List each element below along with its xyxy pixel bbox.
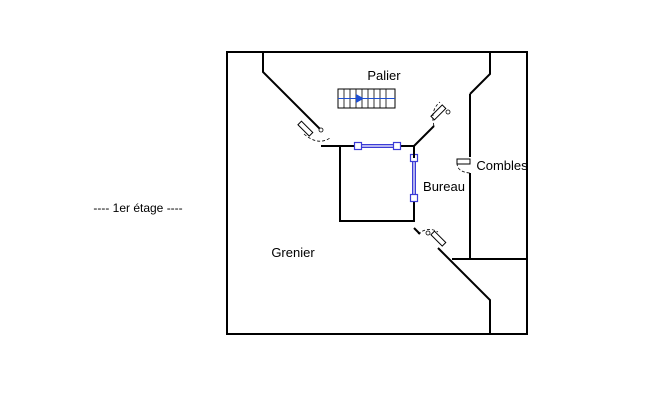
room-label-palier[interactable]: Palier (367, 68, 401, 83)
palier-left-diagonal-wall[interactable] (262, 52, 322, 131)
selection-handle[interactable] (409, 193, 419, 203)
room-label-combles[interactable]: Combles (476, 158, 528, 173)
door-combles[interactable] (456, 158, 471, 174)
floor-level-label: ---- 1er étage ---- (93, 201, 182, 215)
palier-right-wall[interactable] (469, 52, 491, 95)
selection-handle[interactable] (392, 141, 402, 151)
room-label-bureau[interactable]: Bureau (423, 179, 465, 194)
outer-wall[interactable] (226, 51, 528, 335)
staircase-icon[interactable] (337, 88, 396, 109)
bureau-top-diagonal-wall[interactable] (413, 125, 435, 147)
stair-direction-arrow-icon (356, 94, 364, 103)
bureau-left-bottom-wall[interactable] (339, 146, 415, 222)
selection-handle[interactable] (353, 141, 363, 151)
selected-wall-right[interactable] (409, 153, 419, 203)
lower-right-diagonal-wall[interactable] (437, 247, 491, 334)
door-palier-right[interactable] (430, 101, 451, 127)
room-label-grenier[interactable]: Grenier (271, 245, 315, 260)
door-palier-left[interactable] (297, 120, 331, 142)
door-bureau-bottom[interactable] (417, 229, 447, 247)
selected-wall-top[interactable] (353, 141, 402, 151)
